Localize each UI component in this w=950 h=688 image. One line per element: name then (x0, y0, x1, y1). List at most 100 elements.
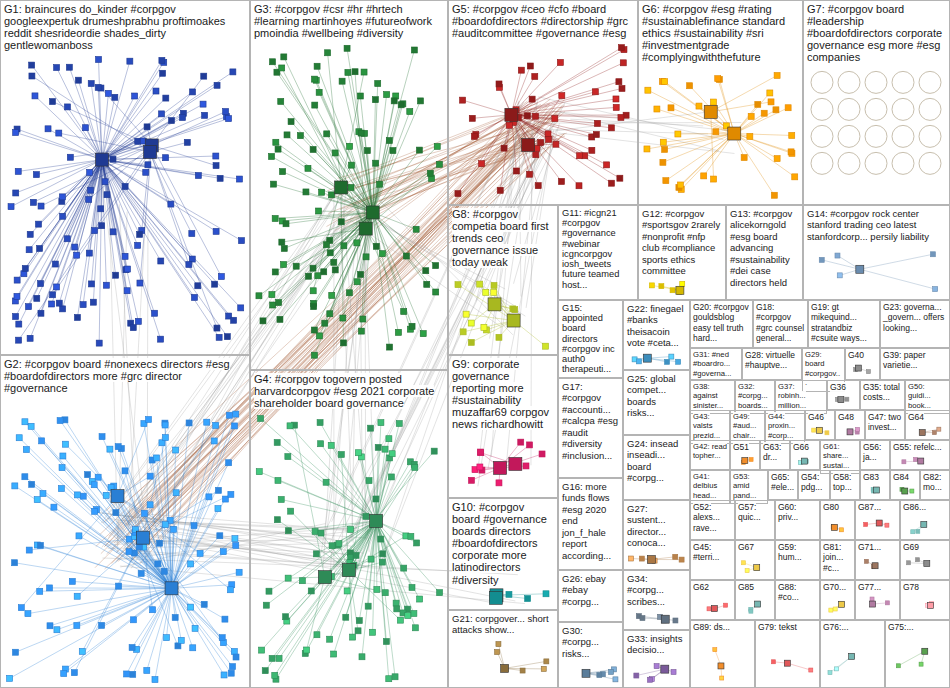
vertex (431, 448, 437, 454)
vertex (434, 143, 440, 149)
tie-line (172, 422, 207, 588)
tie-line (511, 92, 595, 115)
vertex (529, 96, 535, 102)
vertex (742, 458, 748, 464)
group-box: G70... (820, 580, 855, 620)
group-label: G9: corporate governance reporting more … (452, 358, 549, 430)
group-label: G55: refelc... (893, 442, 942, 452)
vertex (34, 497, 40, 503)
vertex-ring (865, 125, 887, 147)
vertex (506, 591, 512, 597)
tie-line (373, 212, 411, 329)
vertex (80, 302, 86, 308)
vertex (60, 306, 66, 312)
tie-line (25, 422, 172, 589)
vertex (86, 250, 92, 256)
vertex (59, 465, 65, 471)
vertex (358, 271, 364, 277)
group-box: G2: #corpgov board #nonexecs directors #… (0, 355, 250, 688)
vertex (288, 119, 294, 125)
vertex (468, 320, 474, 326)
vertex (340, 315, 346, 321)
vertex (856, 265, 864, 273)
tie-line (101, 160, 102, 226)
vertex (397, 617, 403, 623)
group-box: G26: ebay #ebay #corpg... (558, 570, 623, 622)
vertex (829, 608, 833, 612)
vertex (192, 625, 198, 631)
vertex (911, 530, 915, 534)
vertex (619, 85, 625, 91)
vertex (545, 131, 551, 137)
vertex (228, 670, 234, 676)
vertex (327, 311, 333, 317)
vertex (771, 660, 775, 664)
vertex (455, 282, 461, 288)
group-label: G10: #corpgov board #governance boards d… (452, 501, 547, 586)
vertex (597, 673, 602, 678)
group-box: G46 (805, 410, 835, 440)
vertex (13, 190, 19, 196)
group-box: G65: #ele... (768, 470, 798, 500)
tie-line (373, 150, 420, 212)
tie-line (172, 588, 232, 673)
group-label: G75:... (888, 622, 914, 632)
group-box: G3: #corpgov #csr #hr #hrtech #learning … (250, 0, 448, 370)
vertex (52, 261, 58, 267)
vertex (728, 127, 741, 140)
group-label: G14: #corpgov rock center stanford tradi… (807, 208, 929, 242)
vertex (640, 616, 645, 621)
vertex (283, 221, 289, 227)
vertex (145, 162, 151, 168)
vertex (86, 196, 92, 202)
vertex (358, 328, 364, 334)
vertex (278, 496, 284, 502)
tie-line (373, 212, 412, 326)
vertex (113, 510, 119, 516)
tie-line (102, 62, 164, 159)
vertex (147, 473, 153, 479)
vertex (213, 228, 219, 234)
vertex (310, 288, 316, 294)
group-label: G26: ebay #ebay #corpg... (562, 573, 606, 607)
vertex (433, 289, 439, 295)
vertex (518, 439, 524, 445)
group-box: G16: more funds flows #esg 2020 end jon_… (558, 478, 623, 570)
tie-line (334, 521, 376, 654)
vertex (331, 651, 337, 657)
vertex (226, 412, 232, 418)
vertex (201, 601, 207, 607)
group-label: G45: #terri... (693, 542, 719, 562)
group-label: G49: #aud... chair... (733, 412, 756, 440)
group-box: G38: against sinister... (690, 380, 735, 414)
vertex (520, 668, 525, 673)
vertex (262, 668, 268, 674)
vertex (507, 314, 520, 327)
tie-line (172, 588, 235, 651)
vertex (103, 492, 109, 498)
vertex (701, 173, 707, 179)
vertex (927, 602, 933, 608)
vertex (374, 586, 380, 592)
tie-line (505, 661, 547, 668)
group-label: G21: corpgover... short attacks show... (452, 613, 549, 635)
vertex (270, 302, 276, 308)
vertex (344, 588, 350, 594)
vertex (323, 242, 329, 248)
vertex (870, 597, 874, 601)
group-label: G30: #corpg... risks... (562, 625, 599, 659)
tie-line (89, 145, 152, 199)
vertex (524, 113, 530, 119)
vertex-ring (892, 152, 914, 174)
vertex (163, 95, 169, 101)
tie-line (511, 115, 561, 182)
tie-line (356, 103, 565, 529)
vertex (539, 451, 545, 457)
vertex (74, 492, 80, 498)
group-box: G22: finegael #banks theisacoin vote #ce… (623, 300, 690, 370)
vertex (833, 607, 837, 611)
group-box: G24: insead inseadi... board #corpg... (623, 435, 690, 500)
tie-line (679, 134, 734, 188)
vertex (165, 582, 178, 595)
tie-line (65, 588, 171, 669)
